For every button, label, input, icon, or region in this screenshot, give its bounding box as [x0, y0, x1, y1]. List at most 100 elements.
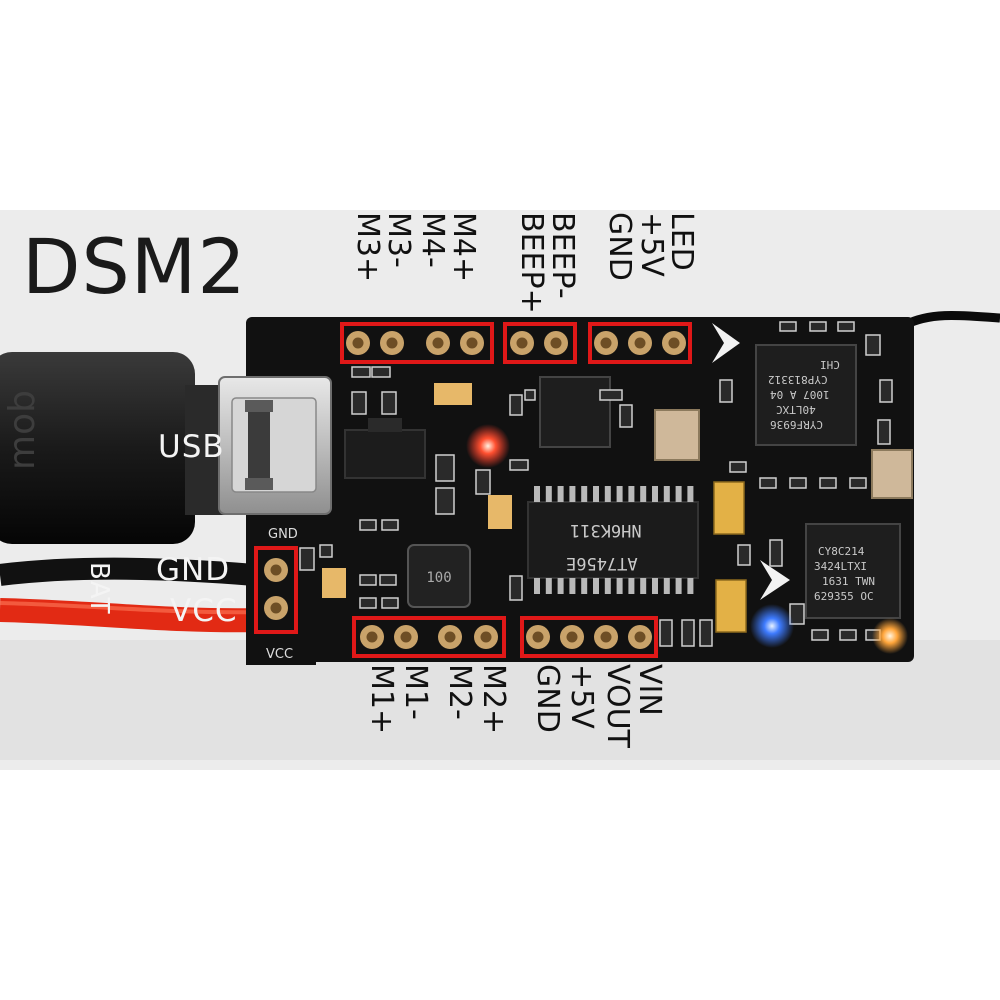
- smd-component: [619, 404, 633, 428]
- top-beep-pad: [510, 331, 534, 355]
- bottom-pin-label: VOUT: [600, 664, 635, 748]
- red-wire-highlight: [0, 601, 263, 615]
- osd-chip-pin: [534, 486, 540, 502]
- osd-chip-pin: [545, 486, 552, 502]
- smd-component: [849, 477, 867, 489]
- osd-chip-pin: [616, 578, 623, 594]
- smd-component: [435, 487, 455, 515]
- osd-chip-pin: [652, 578, 658, 594]
- radio-chip-text-3: 1007 A 04: [770, 388, 830, 401]
- bat-label: BAT: [84, 562, 114, 615]
- osd-chip-pin: [604, 486, 611, 502]
- smd-component: [319, 544, 333, 558]
- smd-component: [819, 477, 837, 489]
- pads-group: [264, 331, 686, 649]
- smd-component: [837, 321, 855, 332]
- osd-chip-pin: [581, 486, 588, 502]
- regulator-tab: [368, 418, 402, 432]
- smd-component: [381, 597, 399, 609]
- usb-cable-plug: [0, 352, 195, 544]
- smd-component: [381, 391, 397, 415]
- radio-chip-text-5: CHI: [820, 358, 840, 371]
- smd-component: [509, 394, 523, 416]
- smd-component: [877, 419, 891, 445]
- top-pads-led-box: [588, 322, 692, 364]
- tantalum-cap-1: [713, 481, 745, 535]
- top-pin-label: BEEP-: [545, 212, 580, 299]
- osd-chip-pin: [628, 578, 635, 594]
- smd-component: [769, 539, 783, 567]
- osd-chip-pin: [557, 486, 564, 502]
- smd-component: [599, 389, 623, 401]
- bottom-pin-label: M1+: [364, 664, 399, 735]
- crystal: [654, 409, 700, 461]
- smd-component: [359, 597, 377, 609]
- osd-chip: [527, 501, 699, 579]
- osd-chip-pin: [663, 486, 670, 502]
- smd-component: [509, 575, 523, 601]
- gnd-wire-label: GND: [156, 552, 231, 588]
- psoc-chip-text-3: 1631 TWN: [822, 575, 875, 588]
- battery-vcc-pad: [264, 596, 288, 620]
- osd-chip-text-1: AT7456E: [566, 553, 638, 573]
- osd-chip-pin: [593, 486, 599, 502]
- smd-component: [351, 391, 367, 415]
- protocol-title: DSM2: [22, 222, 247, 311]
- smd-component: [737, 544, 751, 566]
- battery-pads-box: [254, 546, 298, 634]
- inductor: [407, 544, 471, 608]
- top-pads-beep-box: [503, 322, 577, 364]
- bottom-pin-label: M2-: [442, 664, 477, 720]
- small-cap-2: [488, 495, 512, 529]
- bottom-power-pad: [560, 625, 584, 649]
- top-pin-label: +5V: [634, 212, 669, 277]
- osd-chip-pin: [628, 486, 635, 502]
- blue-status-led: [750, 604, 794, 648]
- bottom-pin-label: +5V: [564, 664, 599, 729]
- smd-component: [524, 389, 536, 401]
- osd-chip-pins-bottom: [534, 578, 694, 594]
- usb-port-tongue: [248, 402, 270, 488]
- radio-chip-text-4: CYP813312: [768, 373, 828, 386]
- smd-component: [839, 629, 857, 641]
- bottom-motor-pad: [360, 625, 384, 649]
- smd-component: [351, 366, 371, 378]
- smd-component: [759, 477, 777, 489]
- osd-chip-pin: [687, 486, 694, 502]
- smd-component: [809, 321, 827, 332]
- small-qfn-chip: [539, 376, 611, 448]
- arrow-mark-bottom: [760, 560, 790, 600]
- top-motor-pad: [380, 331, 404, 355]
- smd-component: [379, 574, 397, 586]
- smd-component: [719, 379, 733, 403]
- vcc-silkscreen: VCC: [266, 647, 294, 662]
- red-wire: [0, 598, 263, 633]
- usb-tab-top: [245, 400, 273, 412]
- bottom-motor-pad: [438, 625, 462, 649]
- top-beep-pad: [544, 331, 568, 355]
- gnd-silkscreen: GND: [268, 527, 298, 542]
- smd-component: [879, 379, 893, 403]
- smd-components: [299, 321, 893, 647]
- osd-chip-pin: [534, 578, 540, 594]
- osd-chip-pin: [569, 486, 576, 502]
- top-led-pad: [628, 331, 652, 355]
- psoc-chip-text-1: CY8C214: [818, 545, 865, 558]
- smd-component: [789, 477, 807, 489]
- smd-component: [299, 547, 315, 571]
- bottom-power-pad: [628, 625, 652, 649]
- osd-chip-pin: [640, 486, 647, 502]
- usb-port-opening: [231, 397, 317, 493]
- osd-chip-pin: [663, 578, 670, 594]
- voltage-regulator: [344, 429, 426, 479]
- top-pin-label: M3+: [350, 212, 385, 283]
- smd-component: [475, 469, 491, 495]
- bottom-pin-label: GND: [530, 664, 565, 733]
- top-pads-motor-box: [340, 322, 494, 364]
- top-pin-label: BEEP+: [514, 212, 549, 314]
- osd-chip-pin: [545, 578, 552, 594]
- osd-chip-pin: [687, 578, 694, 594]
- smd-component: [779, 321, 797, 332]
- tantalum-cap-2: [715, 579, 747, 633]
- usb-plug-logo: mob: [2, 390, 43, 470]
